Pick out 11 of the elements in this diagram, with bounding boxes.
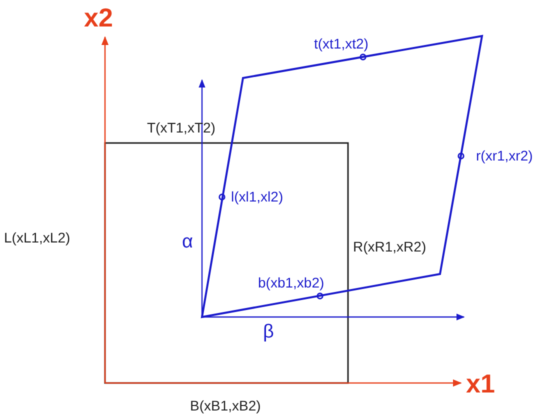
point-label: r(xr1,xr2)	[476, 148, 533, 164]
angle-label: α	[182, 232, 193, 254]
point-label: b(xb1,xb2)	[258, 275, 324, 291]
axis-label: x2	[84, 4, 113, 32]
axis-label: x1	[466, 370, 495, 398]
corner-label: L(xL1,xL2)	[4, 230, 70, 246]
point-label: l(xl1,xl2)	[231, 189, 284, 205]
corner-label: R(xR1,xR2)	[353, 239, 426, 255]
corner-label: B(xB1,xB2)	[190, 398, 261, 414]
angle-label: β	[263, 322, 274, 344]
point-label: t(xt1,xt2)	[314, 36, 368, 52]
